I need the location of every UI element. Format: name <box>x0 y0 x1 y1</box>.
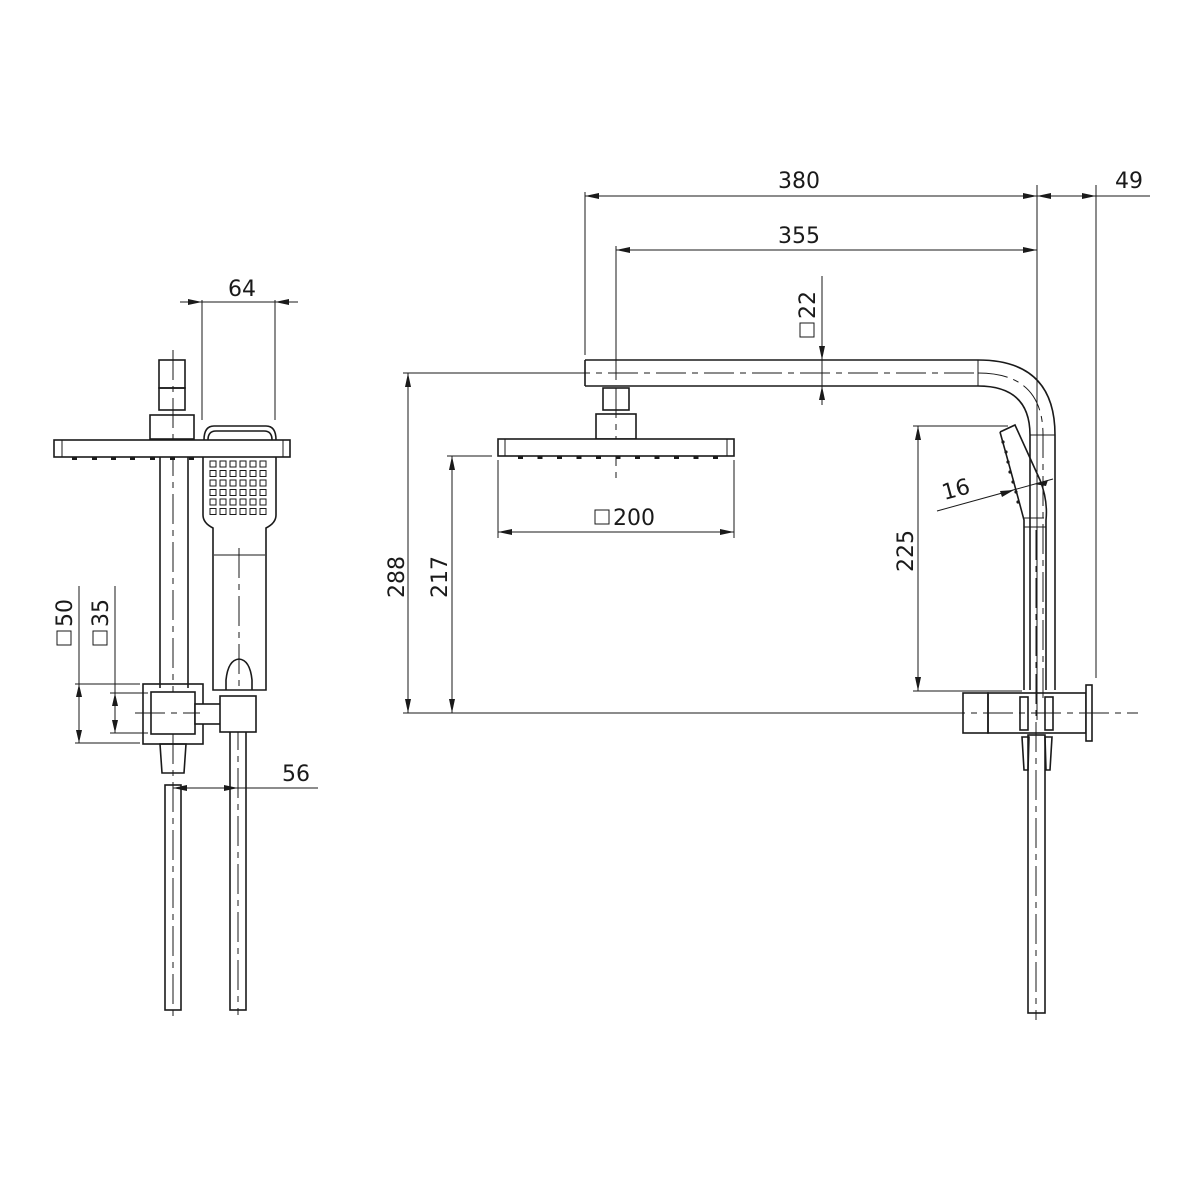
handshower-side-front <box>999 431 1025 690</box>
dim-head-size: 200 <box>613 506 655 531</box>
dim-handshower-width: 64 <box>228 277 256 302</box>
overhead-shower-side <box>497 438 735 457</box>
spray-grid <box>209 460 267 515</box>
front-view: 64 50 35 56 <box>53 277 318 1020</box>
head-nozzles <box>518 456 718 459</box>
handshower-cone <box>225 658 253 690</box>
dim-arm-section: 22 <box>796 291 821 319</box>
dim-arm-reach-total: 380 <box>778 169 820 194</box>
dim-wall-offset: 49 <box>1115 169 1143 194</box>
dim-bracket-inner: 35 <box>89 599 114 627</box>
handshower-side-back <box>999 423 1048 690</box>
square-symbol <box>594 509 610 525</box>
shower-arm-outer <box>585 359 1056 690</box>
dim-arm-height: 288 <box>385 556 410 598</box>
side-view: 380 49 355 22 200 288 <box>385 169 1150 1020</box>
dim-head-height: 217 <box>428 556 453 598</box>
dim-arm-reach-head: 355 <box>778 224 820 249</box>
nozzles <box>72 457 194 460</box>
dim-bracket-outer: 50 <box>53 599 78 627</box>
handshower-body <box>202 457 277 691</box>
nut <box>159 743 187 774</box>
dim-pipe-spacing: 56 <box>282 762 310 787</box>
shower-arm-inner <box>585 385 1031 690</box>
hose-connector <box>219 695 257 733</box>
overhead-shower-profile <box>53 439 291 458</box>
side-lower-pipe <box>1027 734 1046 1014</box>
dim-handshower-height: 225 <box>894 530 919 572</box>
dim-handshower-thickness: 16 <box>939 475 973 506</box>
handshower-top <box>203 425 277 441</box>
